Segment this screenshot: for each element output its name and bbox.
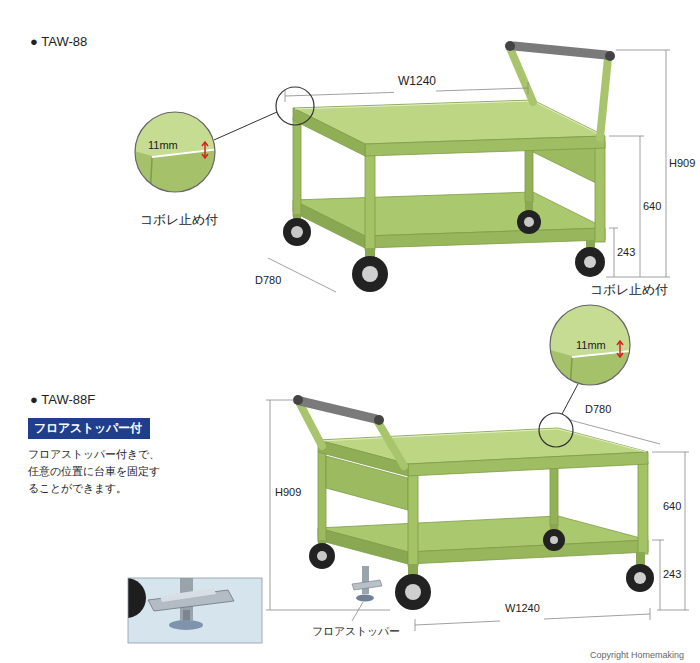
dimension-lines: [268, 50, 670, 292]
description-text: フロアストッパー付きで、 任意の位置に台車を固定す ることができます。: [28, 446, 178, 497]
cart-taw88: [283, 41, 615, 292]
dimension-lower-shelf: 243: [617, 246, 635, 259]
zoom-detail: [130, 108, 220, 198]
part-label: フロアストッパー: [312, 625, 400, 638]
dimension-width: W1240: [398, 74, 436, 88]
model-name: ● TAW-88: [30, 34, 87, 50]
stopper-photo: [106, 578, 262, 643]
dimension-depth: D780: [585, 403, 611, 416]
lip-height: 11mm: [576, 339, 606, 352]
banner-text: フロアストッパー付: [34, 421, 142, 435]
dimension-depth: D780: [255, 274, 281, 287]
dimension-height: H909: [275, 486, 301, 499]
lip-height: 11mm: [148, 139, 178, 152]
feature-note: コボレ止め付: [590, 282, 668, 298]
zoom-detail: [550, 305, 630, 390]
cart-taw88f: [293, 395, 654, 610]
copyright-note: Copyright Homemaking: [590, 650, 684, 661]
feature-note: コボレ止め付: [140, 212, 218, 228]
dimension-lines: [266, 400, 689, 631]
feature-banner: フロアストッパー付: [28, 418, 150, 439]
model-name: ● TAW-88F: [30, 392, 95, 408]
dimension-lower-shelf: 243: [663, 568, 681, 581]
dimension-height: H909: [669, 157, 695, 170]
dimension-top-shelf: 640: [663, 500, 681, 513]
dimension-top-shelf: 640: [643, 200, 661, 213]
dimension-width: W1240: [505, 602, 540, 615]
